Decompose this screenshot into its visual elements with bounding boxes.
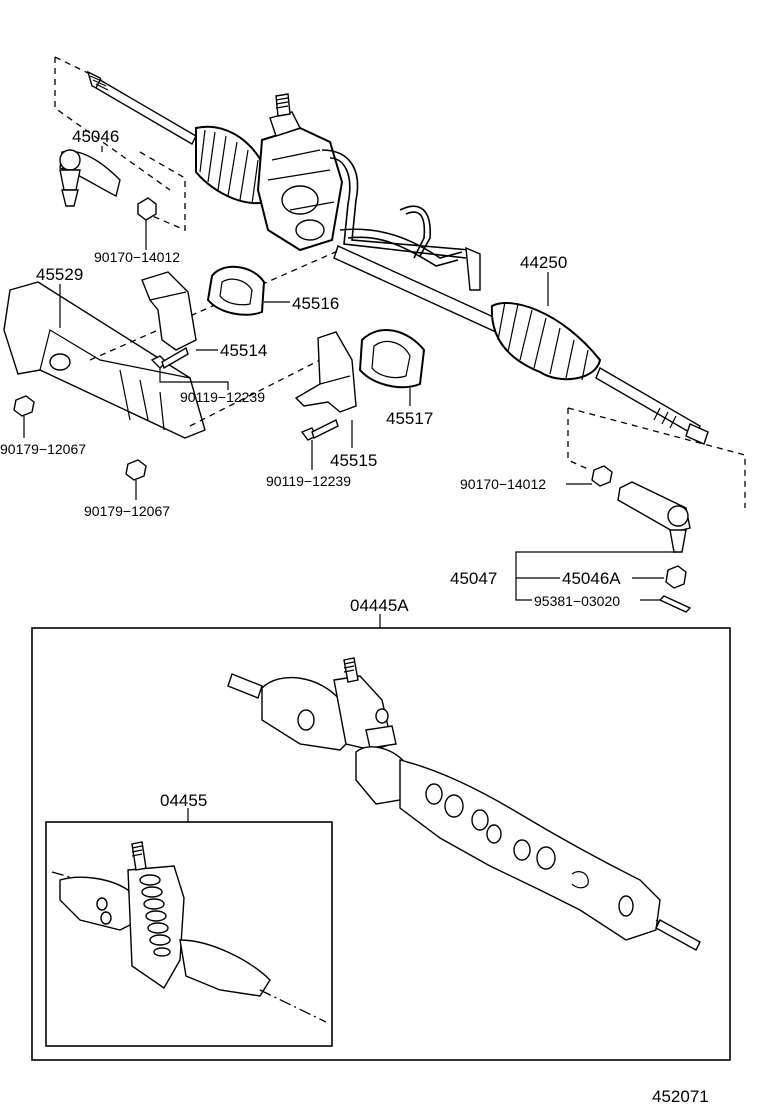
label-44250: 44250 xyxy=(520,253,568,272)
label-45047: 45047 xyxy=(450,569,498,588)
left-tie-rod xyxy=(86,70,197,145)
label-04455: 04455 xyxy=(160,791,208,810)
nut-90179-a xyxy=(13,395,35,417)
label-45515: 45515 xyxy=(330,451,378,470)
castle-nut-45046a xyxy=(665,565,687,589)
right-tie-rod xyxy=(595,366,709,445)
gear-housing xyxy=(256,93,344,252)
nut-90170-left xyxy=(137,197,157,221)
grommet-45517 xyxy=(358,329,426,389)
label-45516: 45516 xyxy=(292,294,340,313)
label-90119-12239-b: 90119−12239 xyxy=(266,473,351,489)
label-04445a: 04445A xyxy=(350,596,409,615)
label-45529: 45529 xyxy=(36,265,84,284)
seal-kit-detail xyxy=(51,841,327,1023)
kit-box-04455 xyxy=(45,821,333,1047)
tie-rod-end-45047 xyxy=(617,481,691,553)
grommet-45516 xyxy=(206,265,266,316)
dashed-bracket-left xyxy=(54,56,186,231)
clamp-45514 xyxy=(141,271,197,351)
dashed-bracket-right xyxy=(567,407,746,508)
dashed-line-bracket-2 xyxy=(189,359,321,427)
nut-90179-b xyxy=(125,459,147,481)
bolt-90119-a xyxy=(150,346,189,370)
label-90179-12067-a: 90179−12067 xyxy=(0,441,87,457)
nut-90170-right xyxy=(591,465,613,487)
label-45514: 45514 xyxy=(220,341,268,360)
label-45046: 45046 xyxy=(72,127,120,146)
label-90170-14012-left: 90170−14012 xyxy=(94,249,181,265)
label-90119-12239-a: 90119−12239 xyxy=(180,389,265,405)
hydraulic-lines xyxy=(321,149,481,291)
label-45046a: 45046A xyxy=(562,569,621,588)
label-90179-12067-b: 90179−12067 xyxy=(84,503,171,519)
leader xyxy=(159,368,229,390)
right-bellows-boot xyxy=(490,301,602,381)
leader-tree-45047 xyxy=(515,551,676,601)
clamp-45515 xyxy=(294,331,357,413)
label-45517: 45517 xyxy=(386,409,434,428)
figure-number: 452071 xyxy=(652,1087,709,1106)
cotter-pin-95381 xyxy=(658,595,692,613)
kit-box-04445a xyxy=(31,627,731,1061)
bolt-90119-b xyxy=(300,419,339,441)
tie-rod-end-45046 xyxy=(59,149,121,207)
bracket-plate-45529 xyxy=(3,281,206,439)
label-90170-14012-right: 90170−14012 xyxy=(460,476,547,492)
kit-rack-housing xyxy=(227,657,701,951)
label-95381-03020: 95381−03020 xyxy=(534,593,621,609)
